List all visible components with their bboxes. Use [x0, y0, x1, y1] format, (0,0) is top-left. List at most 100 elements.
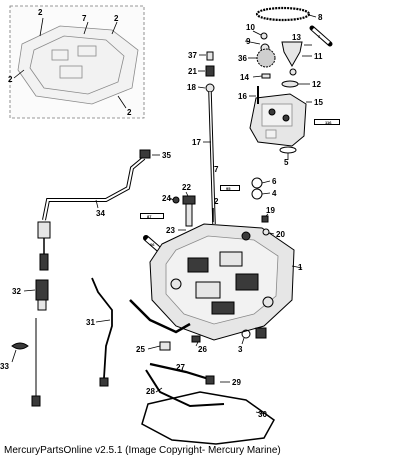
inset-callout: 2	[114, 14, 119, 23]
cylinder-block	[149, 223, 295, 341]
grommet	[205, 83, 215, 93]
fitting	[191, 335, 201, 343]
callout-25: 25	[136, 345, 145, 354]
inset-callout: 2	[127, 108, 132, 117]
inset-view: 2 7 2 2 2	[8, 5, 145, 119]
leader-line	[241, 337, 245, 345]
callout-8: 8	[318, 13, 323, 22]
inset-port	[59, 65, 83, 79]
leader-line	[252, 30, 262, 36]
callout-32: 32	[12, 287, 21, 296]
leader-line	[83, 21, 89, 35]
inset-port	[77, 45, 97, 57]
callout-18: 18	[187, 83, 196, 92]
seal	[251, 177, 263, 189]
leader-line	[244, 40, 261, 45]
callout-29: 29	[232, 378, 241, 387]
wire-connector	[31, 395, 41, 407]
leader-line	[195, 341, 199, 347]
sensor	[35, 279, 49, 301]
o-ring	[241, 329, 251, 339]
fitting	[205, 65, 215, 77]
cable	[145, 369, 225, 408]
callout-22: 22	[182, 183, 191, 192]
callout-34: 34	[96, 209, 105, 218]
copyright-caption: MercuryPartsOnline v2.5.1 (Image Copyrig…	[4, 445, 281, 456]
sealant-tube: 116	[314, 119, 340, 125]
callout-9: 9	[246, 37, 251, 46]
fastener	[262, 228, 270, 236]
callout-20: 20	[276, 230, 285, 239]
callout-31: 31	[86, 318, 95, 327]
seal-ring	[281, 80, 299, 88]
leader-line	[175, 365, 181, 371]
callout-28: 28	[146, 387, 155, 396]
seal	[251, 188, 263, 200]
fuel-hose	[42, 156, 146, 221]
tube-label: 87	[147, 214, 152, 219]
callout-11: 11	[314, 52, 323, 61]
leader-line	[23, 289, 36, 292]
callout-24: 24	[162, 194, 171, 203]
hose-clamp	[11, 342, 29, 350]
leader-line	[291, 265, 303, 269]
leader-line	[117, 95, 127, 109]
gear-housing	[281, 41, 303, 68]
sensor	[182, 195, 196, 205]
callout-15: 15	[314, 98, 323, 107]
callout-21: 21	[188, 67, 197, 76]
sensor-body	[37, 299, 47, 311]
clamp	[159, 341, 171, 351]
callout-13: 13	[292, 33, 301, 42]
fitting	[205, 375, 215, 385]
tube-label: 66	[150, 242, 155, 247]
fitting	[39, 253, 49, 271]
inset-callout: 7	[82, 14, 87, 23]
leader-line	[185, 191, 189, 197]
sealant-tube: 95	[220, 185, 240, 191]
callout-35: 35	[162, 151, 171, 160]
inset-port	[51, 49, 69, 61]
sealant-tube: 87	[140, 213, 164, 219]
sensor-body	[185, 203, 193, 227]
callout-5: 5	[284, 158, 289, 167]
leader-line	[252, 75, 263, 78]
leader-line	[261, 180, 271, 184]
callout-26: 26	[198, 345, 207, 354]
tube-label: 95	[226, 186, 231, 191]
leader-line	[169, 197, 174, 201]
leader-line	[197, 86, 206, 89]
sealant-tube: 7	[309, 25, 333, 47]
callout-12: 12	[312, 80, 321, 89]
tube-label: 7	[318, 34, 321, 39]
leader-line	[308, 14, 317, 18]
callout-17: 17	[192, 138, 201, 147]
leader-line	[11, 349, 17, 363]
callout-27: 27	[176, 363, 185, 372]
callout-23: 23	[166, 226, 175, 235]
callout-16: 16	[238, 92, 247, 101]
washer	[172, 196, 180, 204]
gasket	[141, 391, 275, 445]
wire-harness	[91, 277, 113, 379]
leader-line	[95, 199, 99, 209]
leader-line	[95, 319, 111, 323]
inset-callout: 2	[8, 75, 13, 84]
leader-line	[39, 17, 44, 37]
bearing	[289, 68, 297, 76]
callout-36: 36	[238, 54, 247, 63]
hose-connector	[139, 149, 151, 159]
callout-7: 7	[214, 165, 219, 174]
callout-30: 30	[258, 410, 267, 419]
leader-line	[155, 387, 163, 393]
pump-housing	[249, 93, 307, 147]
callout-3: 3	[238, 345, 243, 354]
plug	[255, 327, 267, 339]
hose-fitting	[37, 221, 51, 239]
o-ring	[279, 146, 297, 154]
callout-37: 37	[188, 51, 197, 60]
fastener	[261, 215, 269, 223]
tube-label: 116	[325, 120, 332, 125]
